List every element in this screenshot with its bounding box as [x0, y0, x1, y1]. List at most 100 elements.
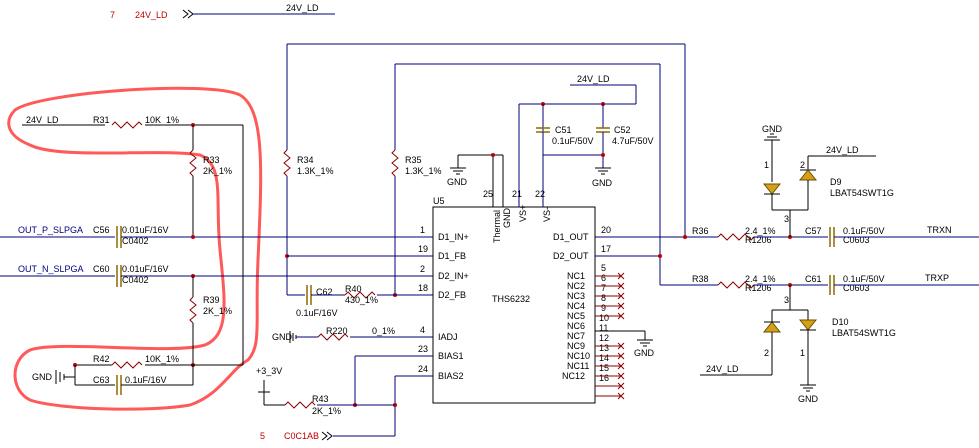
svg-text:D1_FB: D1_FB — [438, 251, 466, 261]
r38-package: R1206 — [745, 283, 772, 293]
r33-ref: R33 — [203, 155, 220, 165]
r33-resistor — [189, 149, 197, 177]
svg-text:NC5: NC5 — [567, 311, 585, 321]
u5-left-pins: 1 D1_IN+ 19 D1_FB 2 D2_IN+ 18 D2_FB 4 IA… — [418, 225, 469, 381]
c56-value: 0.01uF/16V — [122, 225, 169, 235]
u5-pin-gnd: GND — [502, 208, 512, 229]
r43-value: 2K_1% — [312, 406, 341, 416]
svg-text:23: 23 — [418, 344, 428, 354]
u5-pin-21-num: 21 — [512, 189, 522, 199]
r34-resistor — [283, 149, 291, 177]
r33-value: 2K_1% — [203, 166, 232, 176]
vcc-top-label: 24V_LD — [577, 74, 610, 84]
r42-ref: R42 — [93, 354, 110, 364]
c63-value: 0.1uF/16V — [125, 375, 167, 385]
c57-value: 0.1uF/50V — [843, 226, 885, 236]
svg-text:11: 11 — [599, 323, 608, 333]
svg-text:D2_OUT: D2_OUT — [553, 251, 589, 261]
svg-text:6: 6 — [601, 273, 606, 283]
svg-text:15: 15 — [599, 363, 609, 373]
r43-resistor — [284, 401, 316, 409]
r38-value: 2.4_1% — [745, 274, 776, 284]
c60-net-label: OUT_N_SLPGA — [18, 264, 84, 274]
c61-package: C0603 — [843, 283, 870, 293]
r42-resistor — [111, 361, 143, 369]
c51-ref: C51 — [555, 125, 572, 135]
c60-package: C0402 — [122, 275, 149, 285]
nc-markers — [595, 272, 625, 400]
c61-ref: C61 — [805, 274, 822, 284]
r40-ref: R40 — [345, 284, 362, 294]
r39-value: 2K_1% — [203, 306, 232, 316]
svg-text:1: 1 — [420, 225, 425, 235]
c52-ref: C52 — [614, 125, 631, 135]
r35-resistor — [391, 149, 399, 177]
svg-text:NC11: NC11 — [567, 361, 589, 371]
svg-text:NC9: NC9 — [567, 341, 585, 351]
c57-package: C0603 — [843, 235, 870, 245]
d9-net-label: 24V_LD — [826, 145, 859, 155]
d10-net-label: 24V_LD — [706, 364, 739, 374]
svg-text:D1_IN+: D1_IN+ — [438, 232, 469, 242]
d10-part: LBAT54SWT1G — [832, 328, 896, 338]
gnd-left-label: GND — [32, 372, 53, 382]
c56-ref: C56 — [93, 225, 110, 235]
u5-right-pins: 20 D1_OUT 17 D2_OUT 5 NC1 6 NC2 7 NC3 8 … — [553, 225, 611, 383]
r36-ref: R36 — [692, 226, 709, 236]
svg-text:16: 16 — [599, 373, 609, 383]
svg-text:24: 24 — [418, 364, 428, 374]
d10-pin2: 2 — [764, 348, 769, 358]
u5-pin-25-num: 25 — [483, 189, 493, 199]
svg-text:13: 13 — [599, 343, 609, 353]
net-24v-number: 7 — [110, 10, 115, 20]
net-24v-label: 24V_LD — [135, 10, 168, 20]
net-c0c1ab-label: C0C1AB — [284, 431, 319, 441]
svg-text:8: 8 — [601, 293, 606, 303]
svg-text:D2_IN+: D2_IN+ — [438, 271, 469, 281]
svg-text:9: 9 — [601, 303, 606, 313]
r35-value: 1.3K_1% — [405, 166, 442, 176]
r38-ref: R38 — [692, 274, 709, 284]
svg-text:NC10: NC10 — [567, 351, 590, 361]
d10-diode-b — [798, 319, 818, 331]
r220-ref: R220 — [326, 326, 348, 336]
gnd-r220-label: GND — [272, 332, 293, 342]
svg-text:17: 17 — [601, 244, 611, 254]
trxp-label: TRXP — [925, 273, 949, 283]
svg-text:2: 2 — [420, 264, 425, 274]
d10-pin3: 3 — [784, 295, 789, 305]
svg-text:10: 10 — [599, 313, 609, 323]
r34-value: 1.3K_1% — [297, 166, 334, 176]
svg-text:19: 19 — [418, 244, 428, 254]
net-arrow-c0c1ab — [321, 431, 333, 441]
c57-ref: C57 — [805, 226, 822, 236]
c60-value: 0.01uF/16V — [122, 264, 169, 274]
svg-text:5: 5 — [601, 263, 606, 273]
svg-text:NC1: NC1 — [567, 271, 585, 281]
d10-ref: D10 — [832, 317, 849, 327]
svg-text:BIAS1: BIAS1 — [438, 351, 464, 361]
r43-ref: R43 — [312, 394, 329, 404]
net-arrow-24v — [182, 9, 194, 19]
u5-pin-thermal: Thermal — [492, 210, 502, 243]
d9-pin3: 3 — [784, 214, 789, 224]
r35-ref: R35 — [405, 155, 422, 165]
svg-text:4: 4 — [420, 325, 425, 335]
svg-text:7: 7 — [601, 283, 606, 293]
r220-resistor — [317, 333, 349, 341]
r34-ref: R34 — [297, 155, 314, 165]
d9-diode-a — [762, 183, 782, 195]
c62-ref: C62 — [316, 287, 333, 297]
svg-text:NC4: NC4 — [567, 301, 585, 311]
svg-text:14: 14 — [599, 353, 609, 363]
d10-diode-a — [762, 321, 782, 333]
svg-text:IADJ: IADJ — [438, 332, 458, 342]
d9-pin2: 2 — [800, 160, 805, 170]
d9-ref: D9 — [830, 177, 842, 187]
c56-package: C0402 — [122, 236, 149, 246]
r39-ref: R39 — [203, 295, 220, 305]
svg-text:NC12: NC12 — [562, 371, 585, 381]
svg-text:20: 20 — [601, 225, 611, 235]
gnd-caps-label: GND — [592, 178, 613, 188]
